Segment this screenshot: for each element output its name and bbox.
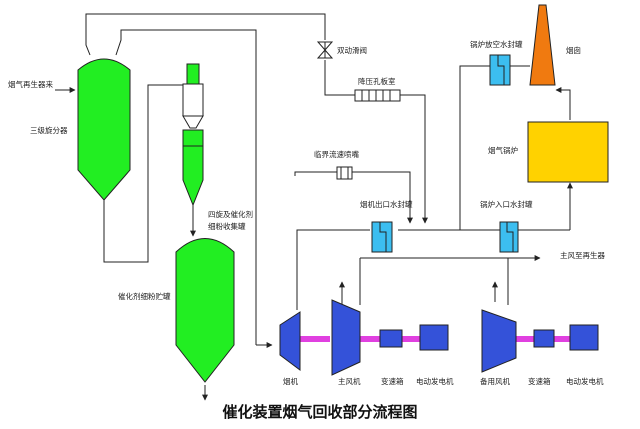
label-main-air-to-regen: 主风至再生器	[560, 251, 605, 260]
label-boiler-inlet-seal: 锅炉入口水封罐	[480, 200, 533, 209]
fines-storage-tank	[175, 238, 235, 383]
shafts	[300, 336, 570, 342]
label-motor-gen-2: 电动发电机	[566, 377, 604, 386]
boiler-vent-seal	[489, 54, 511, 86]
label-waste-heat-boiler: 烟气锅炉	[488, 146, 518, 155]
label-cyclone-catalyst: 四旋及催化剂	[208, 210, 253, 219]
label-fines-collector: 细粉收集罐	[208, 222, 246, 231]
label-standby-blower: 备用风机	[480, 377, 510, 386]
chimney	[529, 4, 556, 86]
critical-nozzle	[336, 166, 353, 180]
label-double-slide-valve: 双动滑阀	[337, 46, 367, 55]
motor-generator-2	[569, 324, 599, 351]
standby-blower	[481, 309, 517, 373]
label-chimney: 烟囱	[566, 46, 581, 55]
valve-icon[interactable]	[316, 41, 334, 59]
waste-heat-boiler	[527, 121, 609, 183]
cyclone-collector	[182, 63, 204, 207]
pipe-lines	[55, 13, 573, 401]
label-gearbox-2: 变速箱	[528, 377, 551, 386]
gearbox-2	[533, 329, 555, 348]
main-air-blower	[331, 299, 361, 376]
label-expander-outlet-seal: 烟机出口水封罐	[360, 200, 413, 209]
expander-outlet-seal	[371, 221, 393, 253]
label-flue-expander: 烟机	[283, 377, 298, 386]
label-main-blower: 主风机	[338, 377, 361, 386]
label-third-stage-separator: 三级旋分器	[30, 126, 68, 135]
label-critical-nozzle: 临界流速喷嘴	[314, 150, 359, 159]
motor-generator-1	[419, 324, 449, 351]
third-stage-separator	[77, 58, 131, 201]
flue-gas-expander	[279, 311, 301, 371]
label-boiler-vent-seal: 锅炉放空水封罐	[470, 40, 523, 49]
diagram-title: 催化装置烟气回收部分流程图	[222, 403, 418, 421]
boiler-inlet-seal	[499, 221, 519, 253]
label-gearbox-1: 变速箱	[381, 377, 404, 386]
gearbox-1	[379, 329, 403, 348]
orifice-chamber	[354, 89, 401, 102]
label-fines-storage: 催化剂细粉贮罐	[118, 292, 171, 301]
label-flue-from-regen: 烟气再生器来	[8, 80, 53, 89]
label-motor-gen-1: 电动发电机	[416, 377, 454, 386]
label-orifice-chamber: 降压孔板室	[358, 77, 396, 86]
